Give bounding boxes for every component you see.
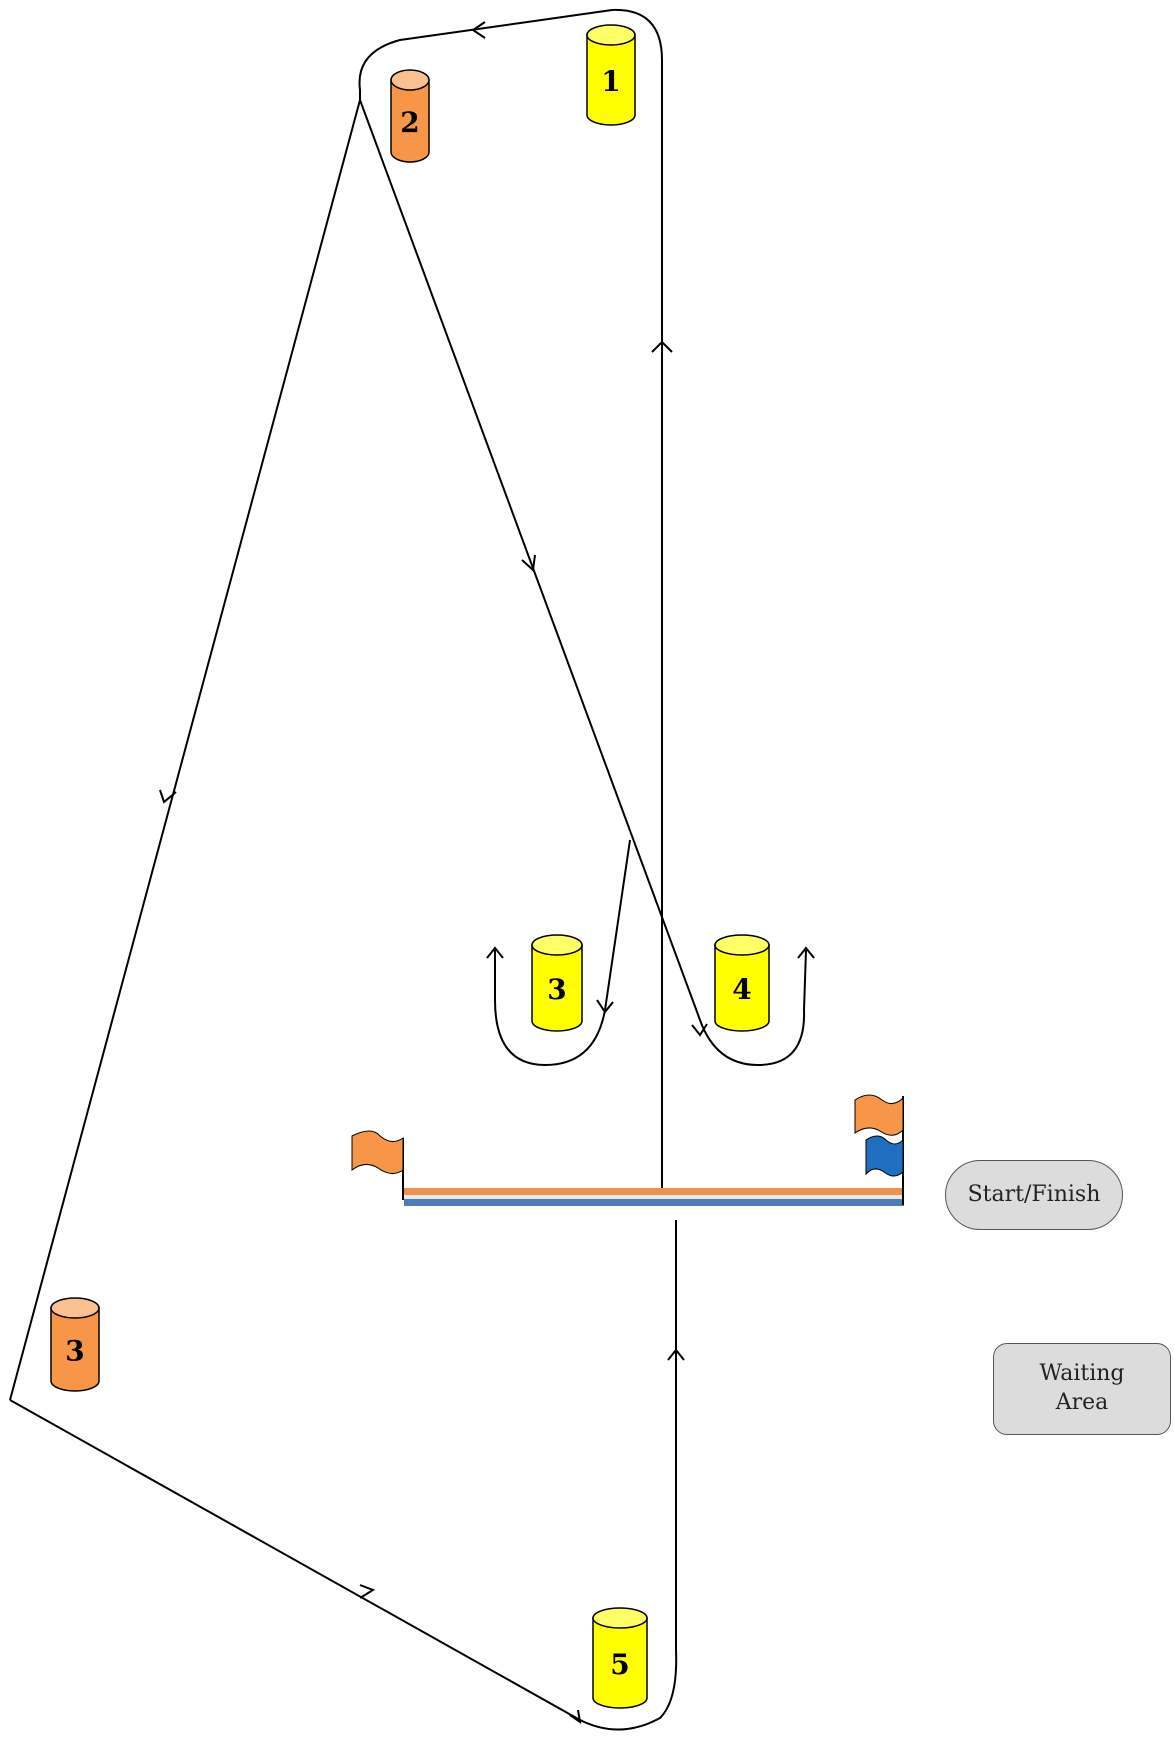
beat-leg-path xyxy=(358,8,663,1200)
start-finish-line xyxy=(404,1188,904,1206)
mark-label: 3 xyxy=(65,1335,84,1368)
mark-top xyxy=(50,1297,100,1319)
mark-orange-2: 2 xyxy=(390,69,430,163)
start-finish-box: Start/Finish xyxy=(945,1160,1123,1230)
run-leg-path xyxy=(359,99,807,1066)
committee-boat-flags xyxy=(854,1094,904,1205)
mark-label: 4 xyxy=(732,973,751,1006)
arrow-left-top xyxy=(471,21,486,39)
reach-leg-path-1 xyxy=(9,99,361,1401)
arrow-up-gate-4 xyxy=(797,946,815,959)
mark-body xyxy=(50,1307,100,1392)
arrow-right-reach xyxy=(359,1584,376,1599)
committee-blue-flag xyxy=(865,1135,904,1177)
waiting-area-box: Waiting Area xyxy=(993,1343,1171,1435)
arrow-down-finish-reach xyxy=(569,1709,582,1725)
mark-body xyxy=(592,1617,648,1709)
mark-yellow-4: 4 xyxy=(714,934,770,1032)
direction-arrows xyxy=(159,21,815,1725)
arrow-down-gate-3 xyxy=(596,999,614,1014)
arrow-up-finish xyxy=(667,1348,685,1361)
mark-yellow-1: 1 xyxy=(586,24,636,126)
mark-body xyxy=(586,34,636,126)
mark-label: 2 xyxy=(400,106,419,139)
arrow-up-gate-3 xyxy=(486,946,504,959)
mark-orange-3: 3 xyxy=(50,1297,100,1392)
mark-top xyxy=(714,934,770,956)
arrow-down-reach xyxy=(159,789,177,804)
mark-top xyxy=(390,69,430,91)
course-marks: 1 2 3 4 3 5 xyxy=(50,24,770,1709)
arrow-down-gate-4 xyxy=(691,1023,708,1037)
pin-end-flag xyxy=(351,1130,404,1200)
mark-top xyxy=(531,934,583,956)
mark-label: 5 xyxy=(610,1648,629,1681)
mark-label: 3 xyxy=(547,973,566,1006)
mark-yellow-5: 5 xyxy=(592,1607,648,1709)
mark-top xyxy=(586,24,636,46)
mark-body xyxy=(714,944,770,1032)
mark-top xyxy=(592,1607,648,1629)
committee-orange-flag xyxy=(854,1094,904,1136)
arrow-down-run xyxy=(521,554,536,573)
course-path xyxy=(9,8,807,1731)
arrow-up-beat xyxy=(651,340,673,353)
mark-body xyxy=(390,79,430,163)
mark-label: 1 xyxy=(601,65,620,98)
mark-yellow-3: 3 xyxy=(531,934,583,1032)
reach-leg-path-2 xyxy=(9,1220,678,1731)
mark-body xyxy=(531,944,583,1032)
gate-3-path xyxy=(494,839,631,1066)
